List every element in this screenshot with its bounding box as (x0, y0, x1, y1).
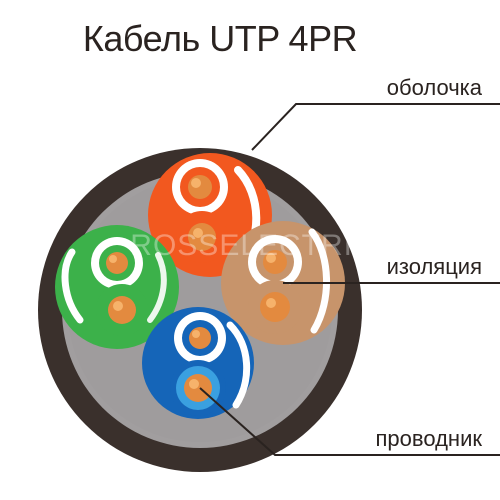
wire-blue-solid (170, 360, 226, 416)
label-conductor: проводник (376, 426, 483, 451)
wire-green-striped (91, 237, 143, 289)
wire-green-solid (96, 284, 148, 336)
leader-line-sheath (251, 103, 500, 151)
watermark: ROSSELECTRIC (130, 229, 375, 262)
label-sheath: оболочка (387, 75, 483, 100)
wire-orange-solid (176, 211, 228, 263)
label-insulation: изоляция (387, 254, 482, 279)
pair-blue (142, 307, 254, 419)
pair-green (55, 225, 179, 349)
wire-blue-striped (174, 312, 226, 364)
wire-orange-striped (172, 159, 228, 215)
pair-orange (148, 153, 272, 277)
wire-brown-solid (248, 280, 302, 334)
wire-brown-striped (248, 235, 302, 289)
diagram-title: Кабель UTP 4PR (82, 18, 358, 59)
leader-line-conductor (199, 387, 500, 456)
